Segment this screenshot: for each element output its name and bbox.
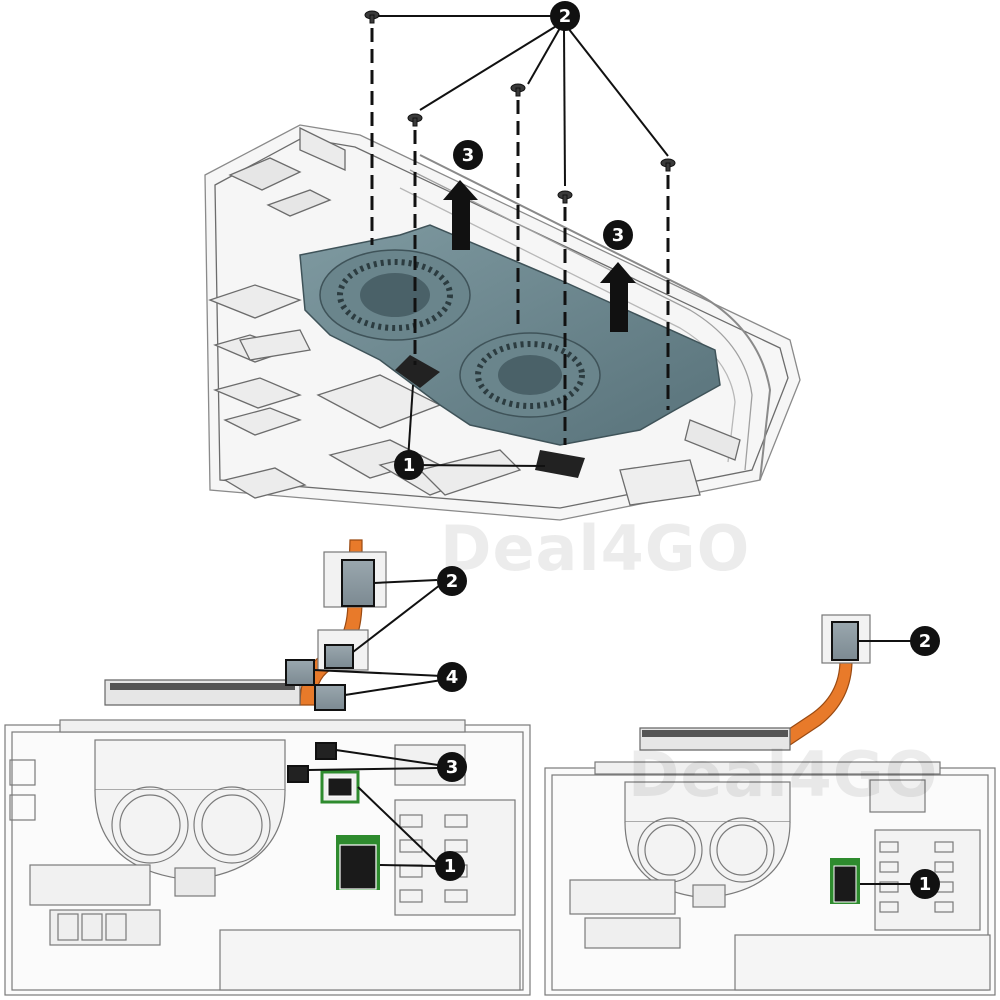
screw xyxy=(557,190,573,204)
chips-right xyxy=(830,858,860,904)
pch-chip xyxy=(287,765,309,783)
callout-pads-lower-left: 4 xyxy=(437,662,467,692)
screws xyxy=(364,10,676,204)
screw xyxy=(660,158,676,172)
callout-heat-sink-pad-right: 2 xyxy=(910,626,940,656)
callout-heat-sink-pads-left: 2 xyxy=(437,566,467,596)
gpu-die xyxy=(327,777,353,797)
thermal-pad xyxy=(341,559,375,607)
lift-arrow-left xyxy=(443,180,478,250)
screw xyxy=(364,10,380,24)
lift-arrow-right xyxy=(600,262,636,332)
callout-board-pads-left: 3 xyxy=(437,752,467,782)
thermal-pads-left xyxy=(285,559,375,711)
leader-lines-bottom-right xyxy=(858,640,912,885)
thermal-pad xyxy=(324,644,354,669)
screw xyxy=(510,83,526,97)
screw xyxy=(407,113,423,127)
pch-chip xyxy=(315,742,337,760)
callout-screws: 2 xyxy=(550,1,580,31)
left-fan xyxy=(319,249,471,341)
callout-lift-right: 3 xyxy=(603,220,633,250)
right-fan xyxy=(459,332,601,418)
leader-lines-top xyxy=(378,15,669,467)
callout-lift-left: 3 xyxy=(453,140,483,170)
screw-paths xyxy=(370,28,670,445)
thermal-pad xyxy=(831,621,859,661)
thermal-pad xyxy=(314,684,346,711)
cpu-die xyxy=(833,865,857,903)
callout-connectors: 1 xyxy=(394,450,424,480)
thermal-pad xyxy=(285,659,315,686)
chips-left xyxy=(287,742,380,890)
callout-board-chip-right: 1 xyxy=(910,869,940,899)
cpu-die xyxy=(339,844,377,890)
callout-board-chip-left: 1 xyxy=(435,851,465,881)
leader-lines-bottom-left xyxy=(307,579,443,867)
fan-assembly xyxy=(299,224,721,478)
